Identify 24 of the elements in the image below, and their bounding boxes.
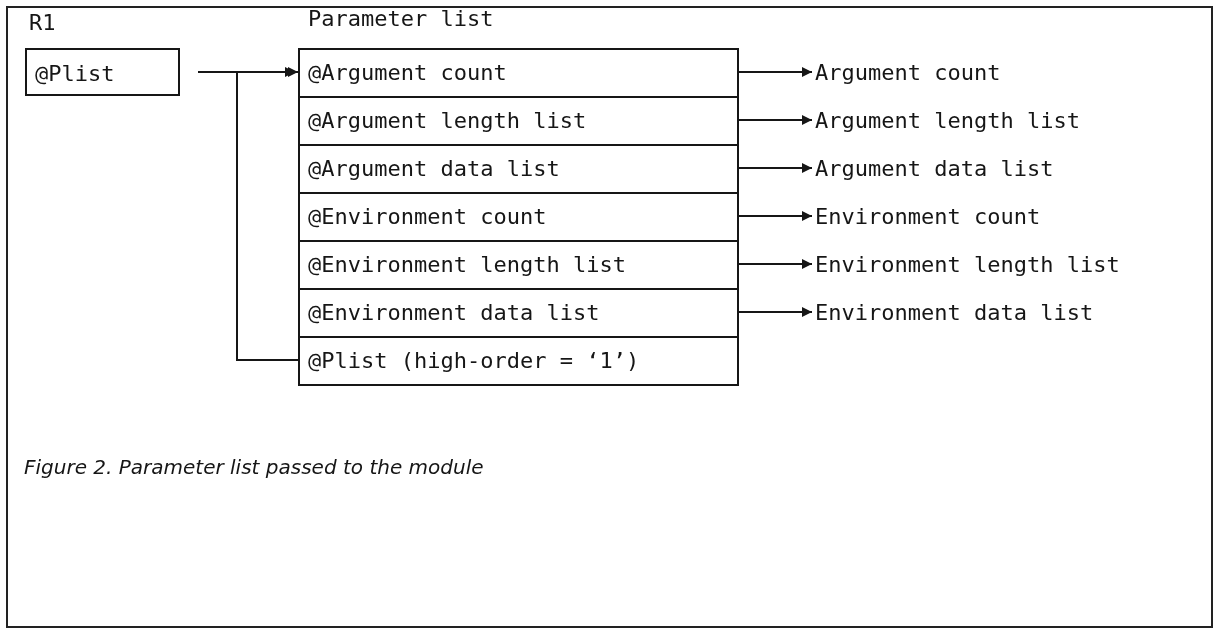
output-label: Argument data list xyxy=(815,156,1054,181)
arrow xyxy=(738,259,813,269)
arrow xyxy=(738,307,813,317)
register-label: R1 xyxy=(29,10,56,35)
arrow xyxy=(236,67,299,361)
arrow xyxy=(738,67,813,77)
arrow xyxy=(738,211,813,221)
output-label: Argument length list xyxy=(815,108,1080,133)
arrow xyxy=(738,163,813,173)
row-text: @Environment count xyxy=(308,204,547,229)
table-title: Parameter list xyxy=(308,6,494,31)
row-text: @Environment length list xyxy=(308,252,626,277)
row-text: @Plist (high-order = ‘1’) xyxy=(308,348,640,373)
row-text: @Argument data list xyxy=(308,156,560,181)
row-text: @Argument length list xyxy=(308,108,587,133)
row-text: @Argument count xyxy=(308,60,507,85)
row-text: @Environment data list xyxy=(308,300,600,325)
output-label: Environment data list xyxy=(815,300,1094,325)
figure-caption: Figure 2. Parameter list passed to the module xyxy=(24,455,484,479)
output-label: Environment length list xyxy=(815,252,1120,277)
arrow xyxy=(738,115,813,125)
register-content: @Plist xyxy=(35,61,115,86)
output-label: Argument count xyxy=(815,60,1001,85)
output-label: Environment count xyxy=(815,204,1041,229)
